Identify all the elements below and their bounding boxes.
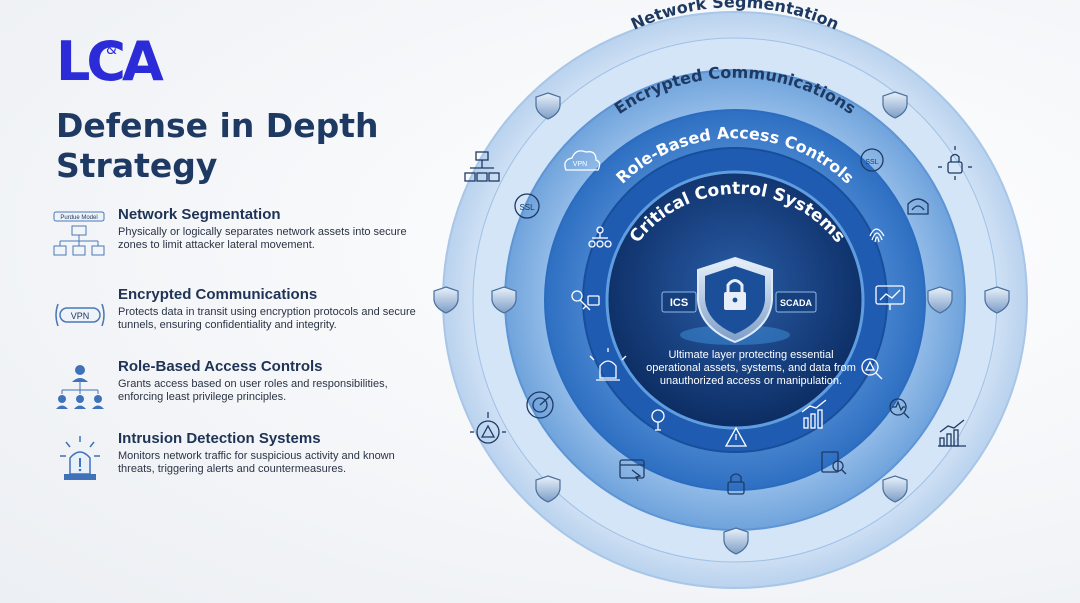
growth-chart-icon	[938, 419, 966, 447]
defense-rings-diagram: Network Segmentation Encrypted Communica…	[433, 0, 1028, 589]
svg-text:SSL: SSL	[519, 203, 535, 212]
fingerprint-lock-icon	[907, 198, 929, 215]
shield-lock-icon	[535, 475, 561, 503]
lightbulb-icon	[651, 409, 665, 431]
alarm-beacon-icon	[60, 436, 100, 480]
warning-triangle-icon	[724, 426, 748, 447]
ssl-shield-icon: SSL	[860, 148, 884, 172]
svg-text:SSL: SSL	[865, 159, 878, 166]
item-description: Monitors network traffic for suspicious …	[118, 450, 395, 475]
list-item-intrusion-detection: Intrusion Detection Systems Monitors net…	[52, 430, 412, 490]
vpn-label: VPN	[71, 311, 90, 321]
core-description: Ultimate layer protecting essential oper…	[646, 349, 856, 387]
lock-network-icon	[938, 146, 972, 180]
search-threat-icon	[861, 358, 883, 380]
alert-network-icon	[470, 412, 506, 444]
padlock-icon	[727, 473, 745, 495]
item-title: Role-Based Access Controls	[118, 358, 323, 375]
scada-tag: SCADA	[775, 291, 817, 313]
shield-lock-icon	[491, 286, 517, 314]
browser-cursor-icon	[619, 459, 645, 482]
network-tree-icon	[464, 151, 500, 182]
network-diagram-icon: Purdue Model	[53, 211, 105, 256]
shield-lock-icon	[984, 286, 1010, 314]
central-shield-lock-icon	[680, 256, 790, 345]
svg-text:VPN: VPN	[573, 161, 587, 168]
shield-lock-icon	[927, 286, 953, 314]
monitor-chart-icon	[875, 285, 905, 310]
item-title: Network Segmentation	[118, 206, 281, 223]
shield-lock-icon	[882, 475, 908, 503]
purdue-model-label: Purdue Model	[60, 215, 97, 221]
item-description: Protects data in transit using encryptio…	[118, 306, 416, 331]
shield-lock-icon	[723, 527, 749, 555]
fingerprint-icon	[869, 228, 885, 243]
ssl-badge-icon: SSL	[514, 193, 540, 219]
user-hierarchy-icon	[56, 365, 104, 409]
list-item-role-based-access: Role-Based Access Controls Grants access…	[52, 358, 412, 418]
vpn-cloud-icon: VPN	[564, 150, 601, 171]
logo-text: LCA	[56, 30, 164, 86]
item-title: Intrusion Detection Systems	[118, 430, 321, 447]
ics-tag: ICS	[661, 291, 697, 313]
item-description: Physically or logically separates networ…	[118, 226, 407, 251]
item-description: Grants access based on user roles and re…	[118, 378, 388, 403]
svg-text:SCADA: SCADA	[780, 298, 813, 308]
shield-lock-icon	[433, 286, 459, 314]
monitoring-search-icon	[889, 398, 910, 419]
item-title: Encrypted Communications	[118, 286, 318, 303]
users-group-icon	[588, 226, 612, 248]
vpn-tunnel-icon: VPN	[55, 303, 105, 327]
list-item-network-segmentation: Purdue Model Network Segmentation Physic…	[52, 206, 412, 266]
logo-ampersand: &	[106, 42, 117, 58]
shield-lock-icon	[882, 91, 908, 119]
page-title: Defense in Depth Strategy	[56, 106, 379, 185]
alarm-icon	[589, 348, 627, 381]
key-lock-icon	[571, 290, 600, 311]
shield-lock-icon	[535, 92, 561, 120]
bar-chart-icon	[801, 399, 827, 429]
lca-logo: LCA &	[56, 30, 166, 86]
list-item-encrypted-communications: VPN Encrypted Communications Protects da…	[52, 286, 416, 346]
document-search-icon	[821, 451, 847, 475]
svg-text:ICS: ICS	[670, 297, 688, 309]
radar-icon	[526, 391, 554, 419]
